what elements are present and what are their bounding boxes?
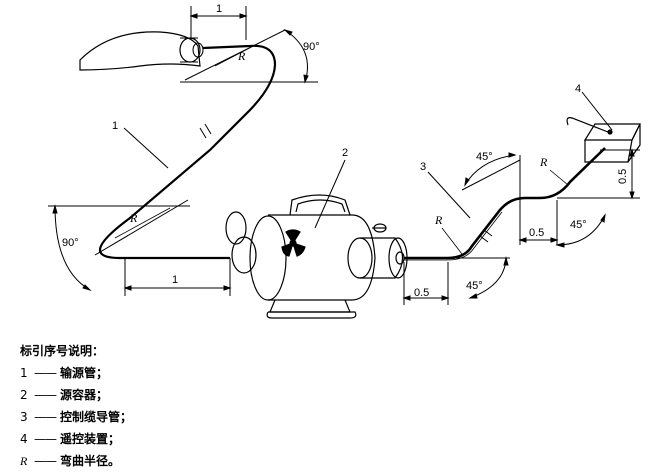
legend-item: 1 ——输源管；	[20, 362, 420, 384]
dimension-top-length: 1	[216, 3, 222, 15]
legend-symbol: 2	[20, 388, 28, 402]
angle-guide-right-45: 45°	[570, 219, 587, 231]
legend-text: 控制缆导管；	[60, 410, 133, 424]
radius-label-guide-left: R	[434, 213, 443, 227]
dimension-bottom-length: 1	[172, 274, 178, 286]
applicator-head	[79, 31, 204, 71]
legend-item: 3 ——控制缆导管；	[20, 406, 420, 428]
callout-2: 2	[342, 147, 348, 159]
callout-3: 3	[420, 161, 426, 173]
legend-dash: ——	[34, 454, 57, 468]
legend-text: 输源管；	[60, 366, 109, 380]
dimension-guide-right: 0.5	[617, 169, 629, 184]
legend-text: 弯曲半径。	[60, 454, 121, 468]
legend-dash: ——	[34, 366, 57, 380]
legend-symbol: R	[20, 454, 28, 468]
radius-label-bottom: R	[129, 211, 138, 225]
dimension-guide-left: 0.5	[414, 287, 429, 299]
remote-control-unit	[566, 117, 641, 163]
radius-label-guide-right: R	[539, 155, 548, 169]
angle-top-90: 90°	[303, 41, 320, 53]
radius-label-top: R	[237, 49, 246, 63]
legend-dash: ——	[34, 432, 57, 446]
legend-title: 标引序号说明：	[20, 344, 105, 358]
legend-item: R ——弯曲半径。	[20, 450, 420, 472]
legend: 标引序号说明： 1——输源管； 2——源容器； 3——控制缆导管； 4——遥控装…	[20, 340, 420, 472]
source-tube-diagram: 1 1 90° 90° R R R R 0.5 0.5 0.5 45° 45° …	[48, 3, 641, 319]
legend-item: 2 ——源容器；	[20, 384, 420, 406]
legend-text: 源容器；	[60, 388, 109, 402]
angle-guide-bottom-45: 45°	[466, 280, 483, 292]
legend-symbol: 3	[20, 410, 28, 424]
legend-item: 4 ——遥控装置；	[20, 428, 420, 450]
legend-text: 遥控装置；	[60, 432, 121, 446]
dimension-guide-middle: 0.5	[529, 227, 544, 239]
angle-bottom-90: 90°	[62, 237, 79, 249]
source-tube	[98, 44, 277, 260]
source-container	[225, 194, 408, 319]
callout-1: 1	[112, 120, 118, 132]
legend-symbol: 4	[20, 432, 28, 446]
legend-symbol: 1	[20, 366, 28, 380]
callout-4: 4	[575, 83, 581, 95]
legend-dash: ——	[34, 410, 57, 424]
angle-guide-top-45: 45°	[476, 151, 493, 163]
legend-dash: ——	[34, 388, 57, 402]
control-cable-guide-tube	[404, 147, 606, 260]
